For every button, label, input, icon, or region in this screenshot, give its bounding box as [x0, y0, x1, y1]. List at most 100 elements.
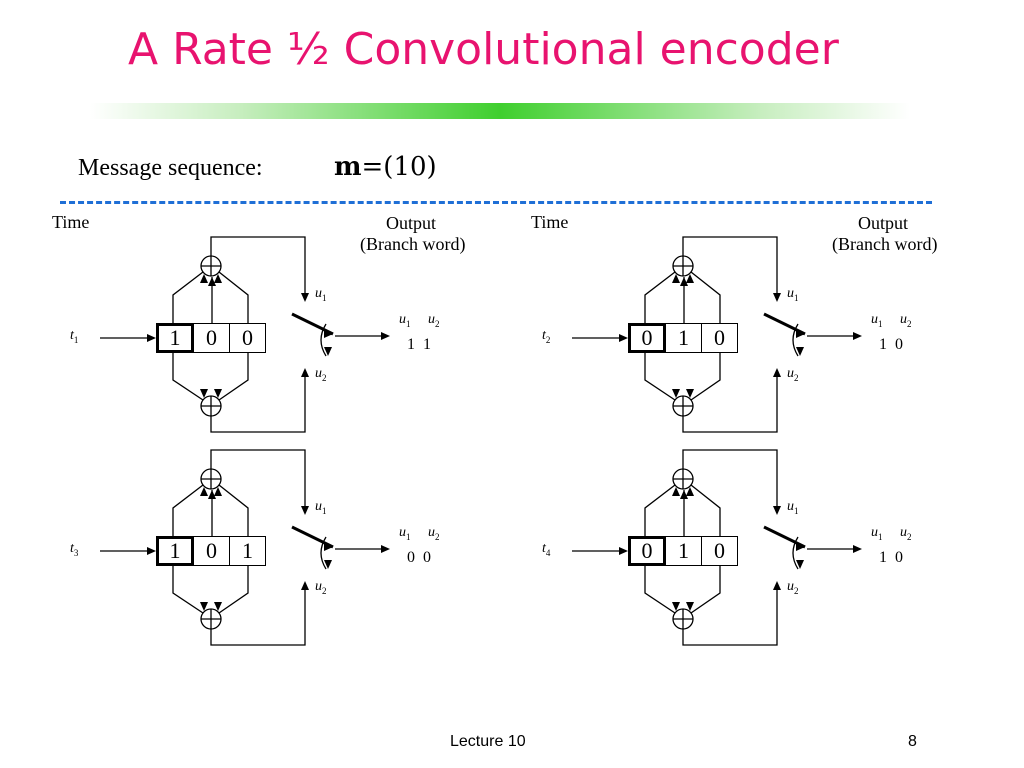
tap-top-3 — [690, 271, 721, 323]
u-letter: u — [315, 499, 322, 514]
u-index: 2 — [907, 318, 912, 329]
tap-bot-1 — [644, 353, 676, 401]
u-index: 1 — [322, 292, 327, 303]
u1-feed-line — [682, 236, 778, 300]
u-index: 2 — [794, 372, 799, 383]
tap-top-3-arrowhead — [214, 487, 222, 496]
u-index: 2 — [794, 585, 799, 596]
register-input-stage: 0 — [628, 536, 666, 566]
u-letter: u — [900, 312, 907, 327]
u1-feed-line — [682, 449, 778, 513]
u2-feed-arrowhead — [773, 581, 781, 590]
switch-u1-label: u1 — [787, 286, 799, 303]
switch-pivot — [796, 330, 805, 338]
tap-bot-3-arrowhead — [214, 389, 222, 398]
switch-pivot — [324, 543, 333, 551]
output-u2-header: u2 — [900, 312, 912, 329]
switch-rotation-arc — [320, 323, 327, 357]
tap-top-3 — [218, 484, 249, 536]
footer-page-number: 8 — [908, 733, 917, 750]
input-arrowhead — [619, 334, 628, 342]
u2-feed-arrowhead — [301, 581, 309, 590]
tap-top-3 — [218, 271, 249, 323]
xor-top-symbol — [672, 468, 694, 490]
u1-feed-line — [210, 449, 306, 513]
output-u1-header: u1 — [399, 525, 411, 542]
tap-bot-1-arrowhead — [200, 602, 208, 611]
tap-top-1-arrowhead — [672, 487, 680, 496]
u2-feed-line — [682, 372, 778, 433]
u-letter: u — [787, 366, 794, 381]
output-u2-header: u2 — [428, 312, 440, 329]
input-arrowhead — [619, 547, 628, 555]
time-step-letter: t — [70, 541, 74, 556]
u-index: 1 — [878, 318, 883, 329]
output-u1-header: u1 — [399, 312, 411, 329]
tap-top-1 — [644, 484, 676, 536]
register-input-stage: 1 — [156, 536, 194, 566]
register-stage: 0 — [194, 323, 230, 353]
tap-top-1-arrowhead — [200, 487, 208, 496]
encoder-wiring — [572, 236, 862, 433]
switch-rotation-arrowhead — [796, 560, 804, 569]
switch-arm — [291, 312, 334, 336]
tap-bot-3 — [690, 353, 721, 401]
time-step-index: 1 — [73, 334, 79, 345]
u-index: 1 — [322, 505, 327, 516]
u-index: 1 — [794, 292, 799, 303]
branch-word-label: (Branch word) — [360, 234, 466, 254]
u-letter: u — [787, 286, 794, 301]
u-letter: u — [871, 312, 878, 327]
tap-top-3-arrowhead — [214, 274, 222, 283]
output-arrowhead — [853, 545, 862, 553]
u-index: 2 — [322, 372, 327, 383]
u-letter: u — [428, 312, 435, 327]
u1-feed-arrowhead — [301, 506, 309, 515]
tap-top-3 — [690, 484, 721, 536]
switch-arm — [763, 525, 806, 549]
switch-u1-label: u1 — [315, 286, 327, 303]
switch-u2-label: u2 — [787, 579, 799, 596]
u-letter: u — [787, 579, 794, 594]
output-arrowhead — [381, 332, 390, 340]
register-input-stage: 0 — [628, 323, 666, 353]
switch-rotation-arrowhead — [324, 560, 332, 569]
u-index: 2 — [435, 318, 440, 329]
output-u2-header: u2 — [428, 525, 440, 542]
register-stage: 1 — [230, 536, 266, 566]
tap-top-3-arrowhead — [686, 487, 694, 496]
output-u1-header: u1 — [871, 525, 883, 542]
time-step-letter: t — [70, 328, 74, 343]
u-index: 2 — [907, 531, 912, 542]
u1-feed-arrowhead — [773, 293, 781, 302]
tap-top-1-arrowhead — [200, 274, 208, 283]
tap-top-3-arrowhead — [686, 274, 694, 283]
register-stage: 0 — [230, 323, 266, 353]
tap-bot-1-arrowhead — [672, 602, 680, 611]
u-index: 2 — [435, 531, 440, 542]
tap-top-2-arrowhead — [680, 490, 688, 499]
output-u1-header: u1 — [871, 312, 883, 329]
switch-u2-label: u2 — [315, 579, 327, 596]
switch-u2-label: u2 — [787, 366, 799, 383]
xor-bottom-symbol — [200, 608, 222, 630]
message-bits: =(10) — [361, 152, 437, 182]
u1-feed-line — [210, 236, 306, 300]
u-letter: u — [871, 525, 878, 540]
encoder-wiring — [572, 449, 862, 646]
switch-u1-label: u1 — [787, 499, 799, 516]
tap-top-1 — [172, 271, 204, 323]
xor-bottom-symbol — [672, 395, 694, 417]
tap-bot-3 — [218, 566, 249, 614]
footer-lecture: Lecture 10 — [450, 733, 526, 750]
register-stage: 0 — [194, 536, 230, 566]
time-step-index: 4 — [545, 547, 551, 558]
u1-feed-arrowhead — [301, 293, 309, 302]
u-index: 1 — [878, 531, 883, 542]
u-index: 1 — [406, 531, 411, 542]
xor-top-symbol — [200, 468, 222, 490]
u-letter: u — [900, 525, 907, 540]
xor-bottom-symbol — [200, 395, 222, 417]
